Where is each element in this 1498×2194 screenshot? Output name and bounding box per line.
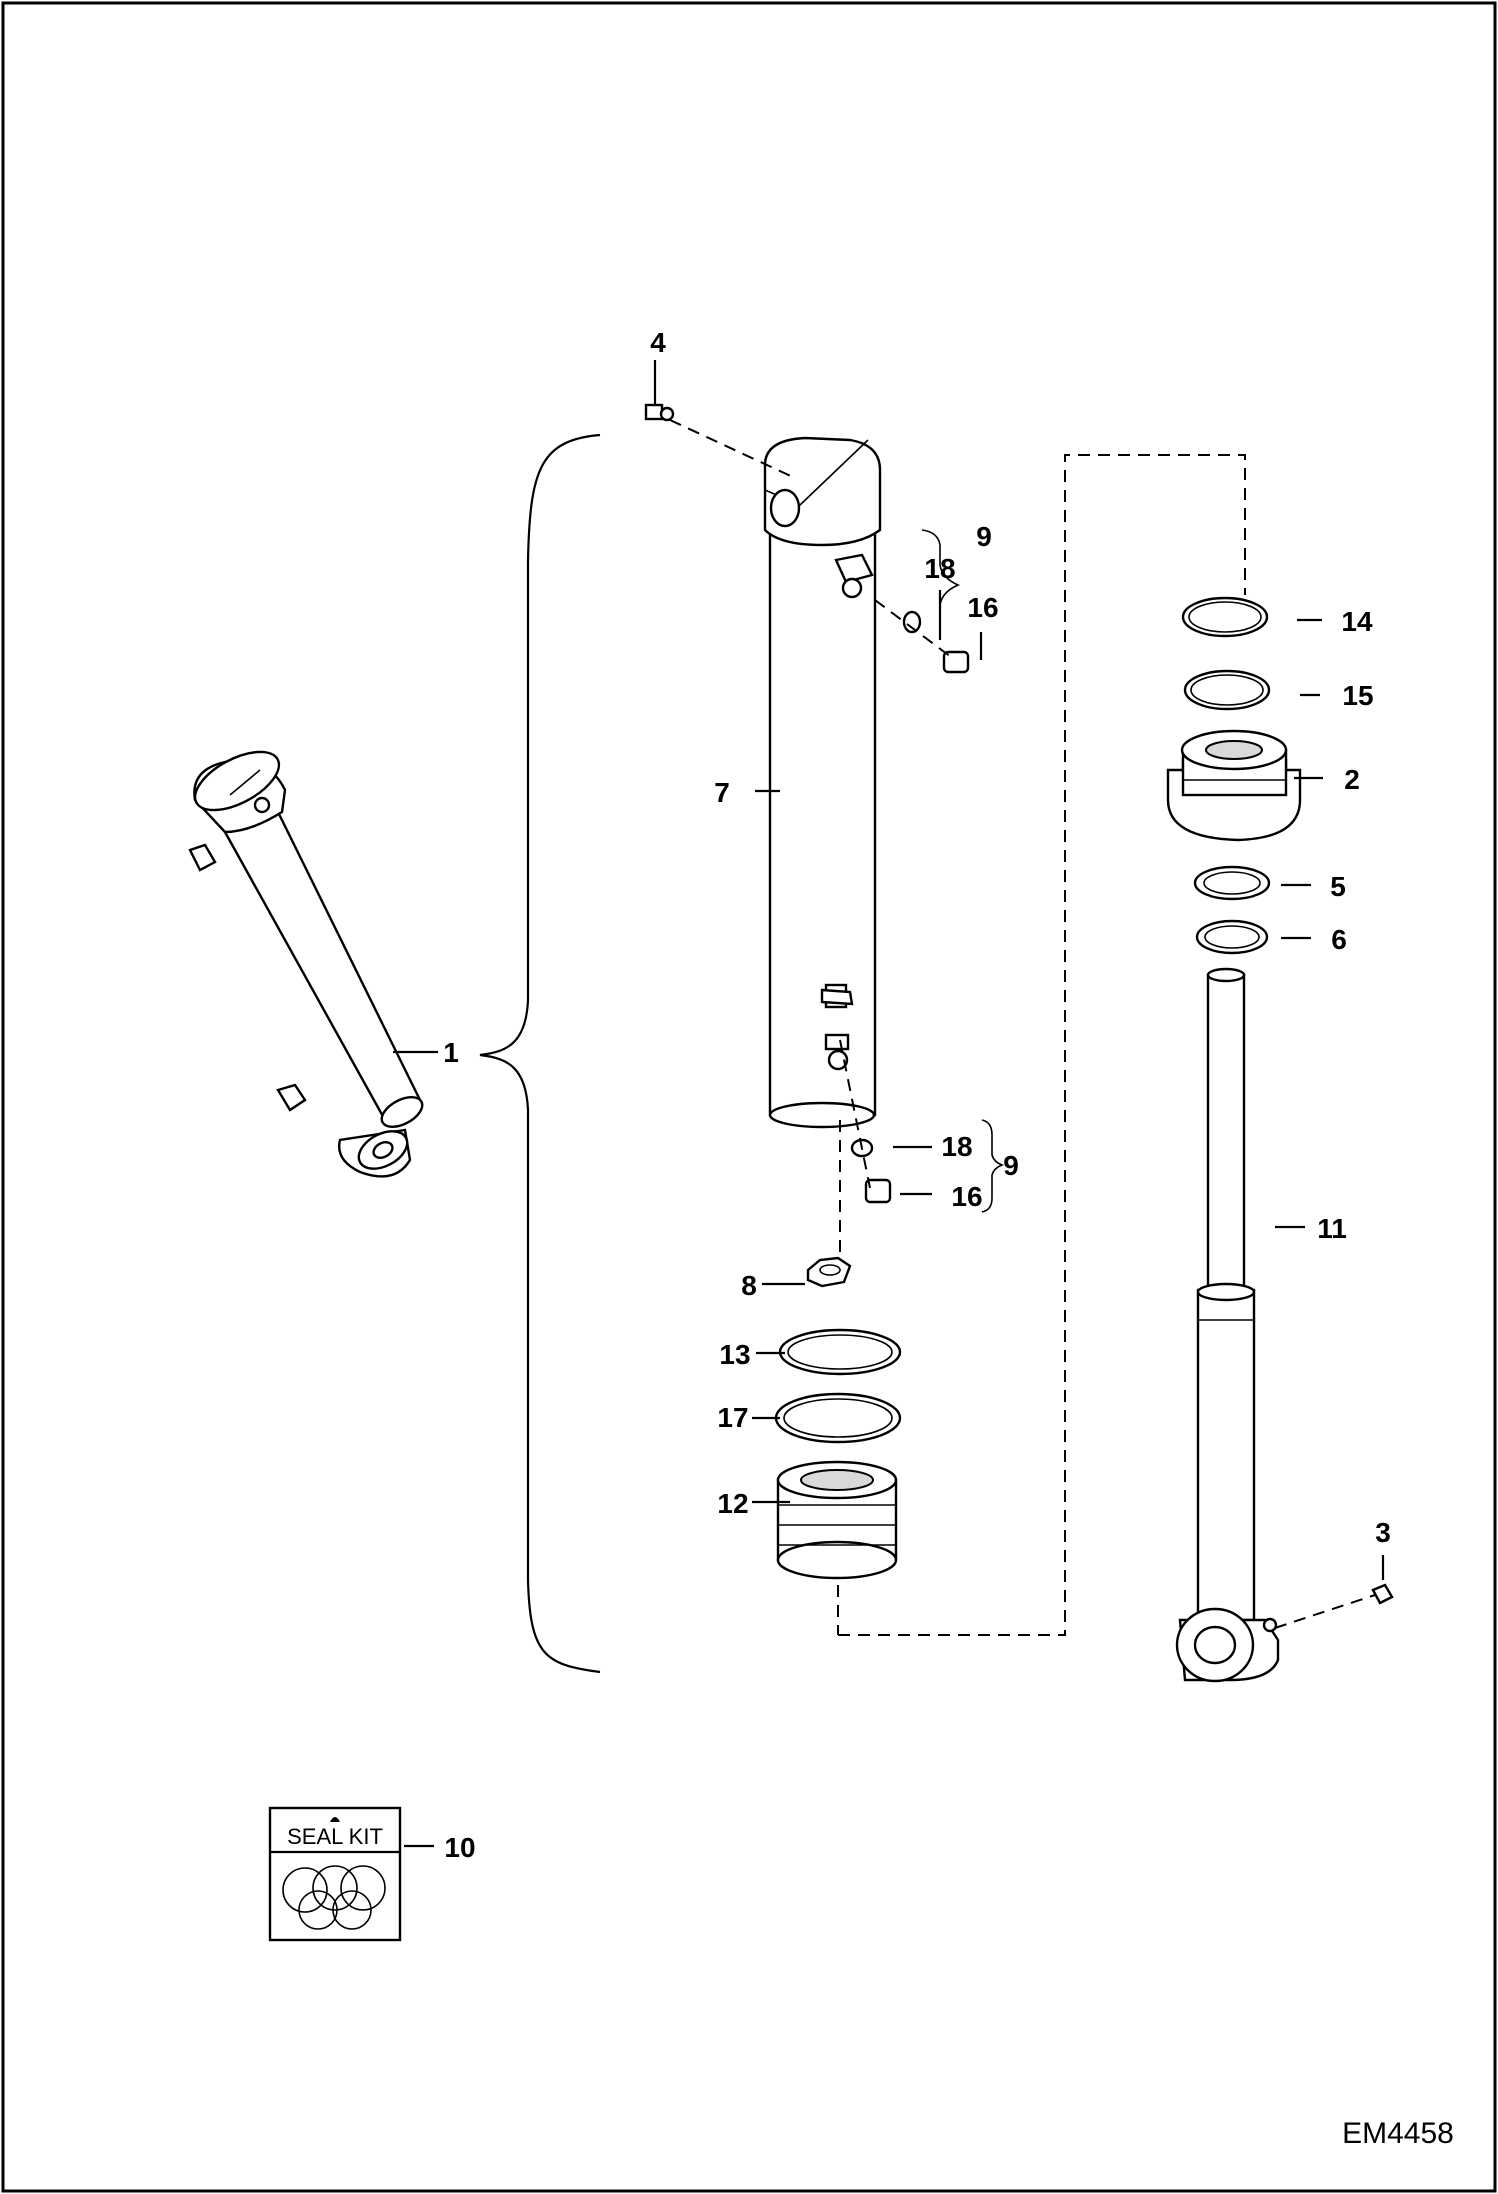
- callout-14: 14: [1341, 606, 1373, 637]
- drawing-number: EM4458: [1342, 2117, 1454, 2150]
- callout-11: 11: [1317, 1213, 1347, 1244]
- upper-port-fitting: [834, 553, 874, 599]
- cylinder-head: [1166, 729, 1302, 842]
- assembly-brace: [479, 433, 601, 1674]
- callout-1: 1: [443, 1037, 459, 1068]
- seal-kit-label: SEAL KIT: [287, 1824, 383, 1849]
- callout-4: 4: [650, 327, 666, 358]
- callout-5: 5: [1330, 871, 1346, 902]
- callout-9-upper: 9: [976, 521, 992, 552]
- leader-dash-routing: [838, 454, 1246, 1636]
- rod-grease-fitting: [1371, 1583, 1394, 1605]
- head-seal-ring: [1181, 596, 1269, 638]
- lower-plug-group: [850, 1119, 1005, 1213]
- piston-rod: [1175, 967, 1280, 1683]
- piston-wear-ring: [774, 1392, 902, 1444]
- callout-6: 6: [1331, 924, 1347, 955]
- callout-15: 15: [1342, 680, 1373, 711]
- seal-kit-package: SEAL KIT: [268, 1806, 402, 1942]
- callout-16-lower: 16: [951, 1181, 982, 1212]
- piston-seal-ring: [778, 1328, 902, 1376]
- upper-plug-group: [902, 529, 970, 674]
- leader-dash-upper-plug: [874, 599, 956, 661]
- callout-9-lower: 9: [1003, 1150, 1019, 1181]
- callout-7: 7: [714, 777, 730, 808]
- callout-2: 2: [1344, 764, 1360, 795]
- callout-18-lower: 18: [941, 1131, 972, 1162]
- rod-seal: [1195, 919, 1269, 955]
- callout-8: 8: [741, 1270, 757, 1301]
- piston-nut: [806, 1256, 852, 1288]
- callout-18-upper: 18: [924, 553, 955, 584]
- cylinder-barrel: [763, 436, 882, 1129]
- callout-17: 17: [717, 1402, 748, 1433]
- callout-10: 10: [444, 1832, 475, 1863]
- callout-13: 13: [719, 1339, 750, 1370]
- leader-dash-lower-plug: [839, 1039, 871, 1189]
- head-backup-ring: [1183, 669, 1271, 711]
- leader-dash-grease: [669, 419, 796, 479]
- rod-wiper: [1193, 865, 1271, 901]
- callout-3: 3: [1375, 1517, 1391, 1548]
- leader-dash-rod-grease: [1274, 1594, 1376, 1629]
- callout-16-upper: 16: [967, 592, 998, 623]
- grease-fitting: [644, 403, 675, 422]
- assembled-cylinder: [188, 750, 424, 1178]
- callout-12: 12: [717, 1488, 748, 1519]
- leader-lines: [393, 360, 1385, 1848]
- piston: [776, 1460, 898, 1580]
